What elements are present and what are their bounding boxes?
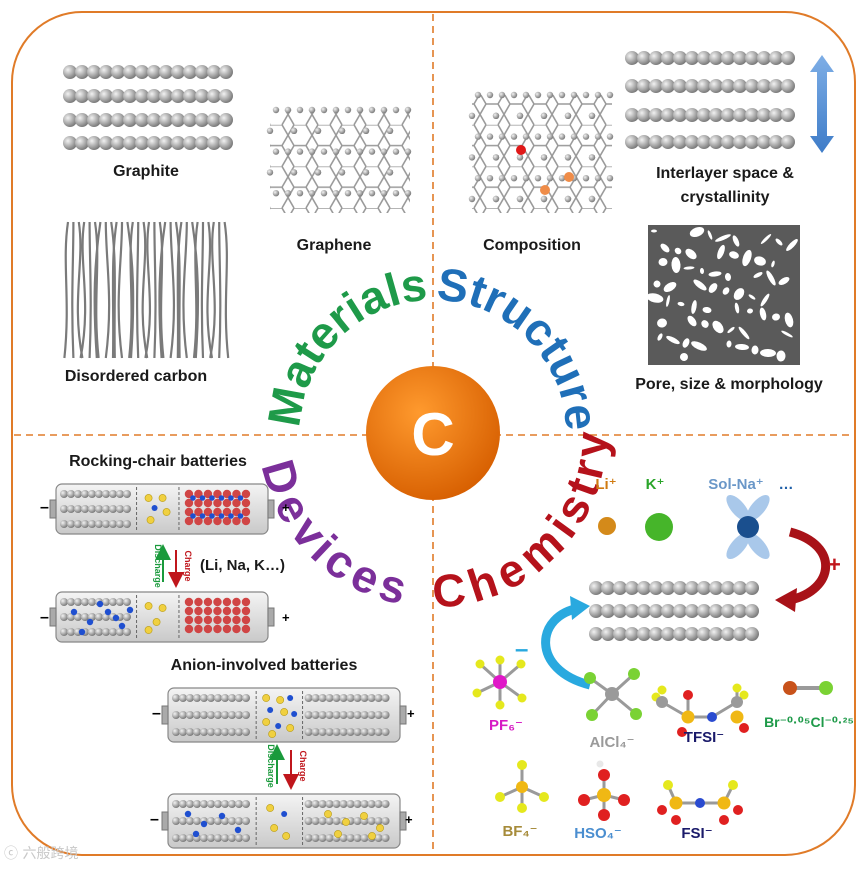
- cation-solna-label: Sol-Na⁺: [708, 476, 763, 493]
- brcl-molecule: [783, 681, 833, 695]
- cation-plus-sign: +: [828, 552, 841, 577]
- cell3-plus: +: [407, 706, 415, 721]
- rocking-cell-discharged: [49, 591, 275, 643]
- tfsi-label: TFSI⁻: [684, 729, 724, 746]
- composition-lattice: [472, 95, 612, 213]
- interlayer-double-arrow: [810, 55, 834, 153]
- anion-arrow-head: [570, 596, 590, 620]
- cell1-plus: +: [282, 500, 290, 515]
- cell2-minus: –: [40, 609, 49, 626]
- bf4-molecule: [495, 760, 549, 813]
- discharge-text-2: Discharge: [266, 744, 276, 788]
- pf6-molecule: [472, 655, 527, 710]
- alcl4-molecule: [584, 668, 642, 721]
- disordered-carbon-label: Disordered carbon: [65, 368, 207, 385]
- chemistry-graphite-layers: [589, 581, 759, 641]
- cell2-plus: +: [282, 610, 290, 625]
- cation-li-label: Li⁺: [595, 476, 616, 493]
- hso4-molecule: [578, 760, 630, 821]
- dopant-atom-orange-2: [540, 185, 550, 195]
- cell4-minus: –: [150, 811, 159, 828]
- cell4-plus: +: [405, 812, 413, 827]
- center-carbon-circle: [366, 366, 500, 500]
- pore-label: Pore, size & morphology: [635, 376, 823, 393]
- bf4-label: BF₄⁻: [502, 823, 537, 840]
- porous-morphology-image: [646, 225, 800, 365]
- graphene-label: Graphene: [297, 237, 372, 254]
- cation-insertion-arrow: [788, 527, 831, 605]
- interlayer-layers: [625, 51, 795, 149]
- brcl-label: Br⁻⁰·⁰⁵Cl⁻⁰·²⁵: [764, 714, 854, 730]
- k-ion-ball: [645, 513, 673, 541]
- solvated-na-ion: [726, 494, 770, 560]
- rocking-cell-charged: [49, 483, 275, 535]
- alcl4-label: AlCl₄⁻: [589, 734, 634, 751]
- charge-text-1: Charge: [183, 550, 193, 581]
- anion-cell-discharged: [161, 793, 407, 849]
- ions-label: (Li, Na, K…): [200, 557, 285, 574]
- fsi-molecule: [657, 780, 743, 825]
- cation-k-label: K⁺: [646, 476, 665, 493]
- watermark-text: ⓒ 六般跨境: [4, 846, 79, 862]
- anion-minus-sign: –: [515, 636, 528, 663]
- anion-cell-charged: [161, 687, 407, 743]
- interlayer-label-line2: crystallinity: [681, 189, 770, 206]
- cation-ellipsis: …: [779, 476, 794, 493]
- interlayer-label-line1: Interlayer space &: [656, 165, 794, 182]
- pf6-label: PF₆⁻: [489, 717, 523, 734]
- center-letter: C: [411, 401, 454, 468]
- anion-insertion-arrow: [541, 603, 592, 690]
- li-ion-ball: [598, 517, 616, 535]
- rocking-chair-label: Rocking-chair batteries: [69, 453, 247, 470]
- graphite-layers: [63, 65, 233, 150]
- composition-label: Composition: [483, 237, 581, 254]
- cell1-minus: –: [40, 499, 49, 516]
- disordered-carbon-fibers: [63, 221, 230, 359]
- composition-atoms: [468, 91, 614, 203]
- graphite-label: Graphite: [113, 163, 179, 180]
- dopant-atom-orange: [564, 172, 574, 182]
- hso4-label: HSO₄⁻: [574, 825, 622, 842]
- charge-text-2: Charge: [298, 750, 308, 781]
- discharge-text-1: Discharge: [153, 544, 163, 588]
- fsi-label: FSI⁻: [681, 825, 712, 842]
- tfsi-molecule: [651, 683, 749, 737]
- dopant-atom-red: [516, 145, 526, 155]
- cation-arrow-head: [775, 588, 797, 612]
- graphene-lattice: [270, 110, 410, 213]
- cell3-minus: –: [152, 705, 161, 722]
- graphene-atoms: [266, 106, 412, 197]
- anion-involved-label: Anion-involved batteries: [171, 657, 358, 674]
